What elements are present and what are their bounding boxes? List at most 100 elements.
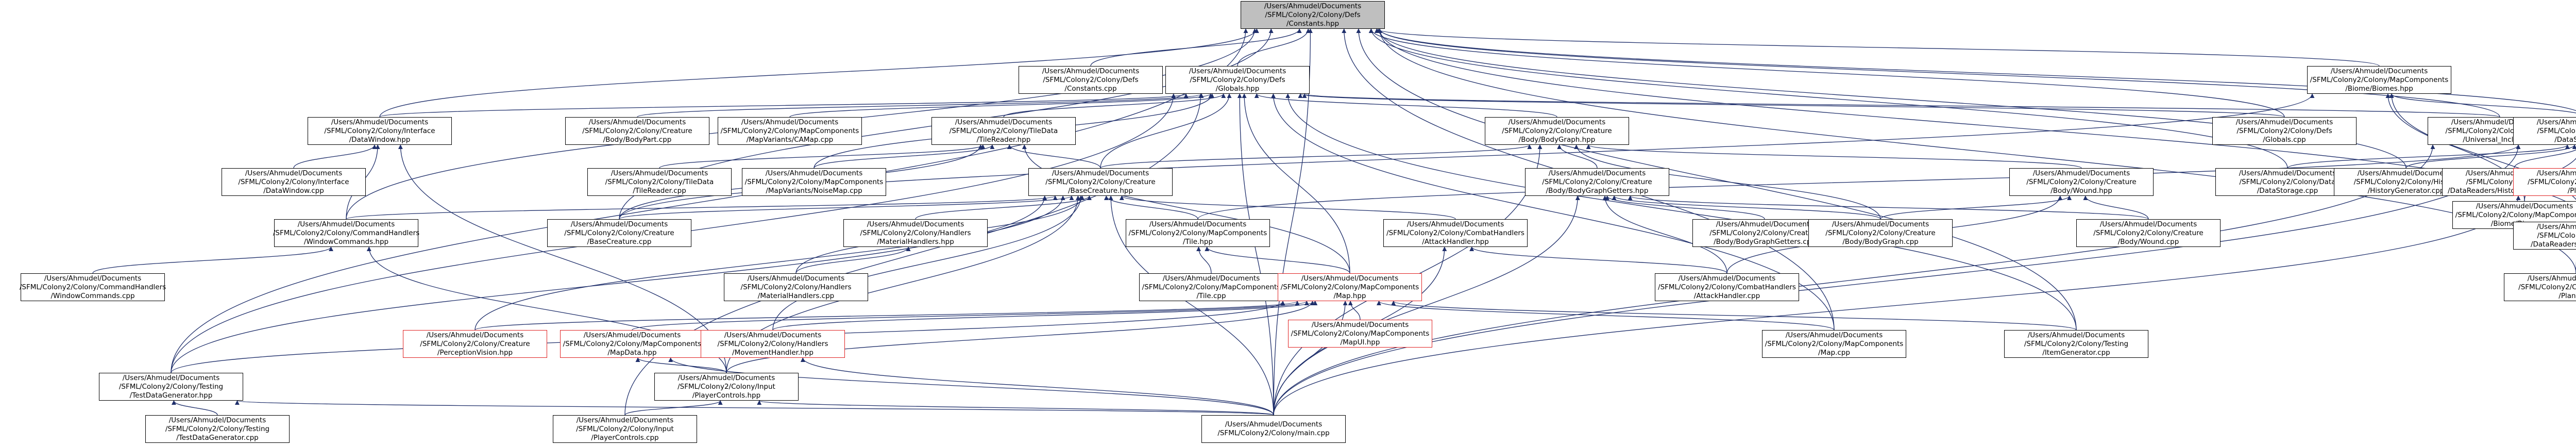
- include-edge-main-cpp-to-datastorage-hpp: [1273, 144, 2521, 416]
- graph-node-label: /Users/Ahmudel/Documents /SFML/Colony2/C…: [1217, 420, 1330, 437]
- include-edge-map-hpp-to-tilereader-hpp: [1022, 144, 1350, 274]
- graph-node-windowcmds-hpp[interactable]: /Users/Ahmudel/Documents /SFML/Colony2/C…: [273, 219, 420, 247]
- graph-node-playercontrols-hpp[interactable]: /Users/Ahmudel/Documents /SFML/Colony2/C…: [654, 373, 799, 401]
- include-edge-main-cpp-to-playercontrols-hpp: [757, 400, 1274, 416]
- graph-node-attackhandler-hpp[interactable]: /Users/Ahmudel/Documents /SFML/Colony2/C…: [1383, 219, 1528, 247]
- graph-node-label: /Users/Ahmudel/Documents /SFML/Colony2/C…: [740, 274, 852, 300]
- graph-node-windowcmds-cpp[interactable]: /Users/Ahmudel/Documents /SFML/Colony2/C…: [20, 273, 166, 301]
- graph-node-tile-cpp[interactable]: /Users/Ahmudel/Documents /SFML/Colony2/C…: [1139, 273, 1283, 301]
- graph-node-wound-cpp[interactable]: /Users/Ahmudel/Documents /SFML/Colony2/C…: [2076, 219, 2221, 247]
- graph-node-label: /Users/Ahmudel/Documents /SFML/Colony2/C…: [2239, 169, 2336, 195]
- include-edge-datastorage-cpp-to-datastorage-hpp: [2287, 144, 2570, 169]
- graph-node-noisemap-cpp[interactable]: /Users/Ahmudel/Documents /SFML/Colony2/C…: [742, 168, 886, 196]
- graph-node-bodypart-cpp[interactable]: /Users/Ahmudel/Documents /SFML/Colony2/C…: [565, 117, 709, 145]
- include-edge-basecreature-hpp-to-bodygraph-hpp: [1100, 144, 1532, 169]
- graph-node-itemgen-cpp[interactable]: /Users/Ahmudel/Documents /SFML/Colony2/C…: [2004, 330, 2148, 358]
- graph-node-label: /Users/Ahmudel/Documents /SFML/Colony2/C…: [1709, 220, 1820, 246]
- graph-node-cam-cpp[interactable]: /Users/Ahmudel/Documents /SFML/Colony2/C…: [718, 117, 862, 145]
- graph-node-label: /Users/Ahmudel/Documents /SFML/Colony2/C…: [2093, 220, 2204, 246]
- graph-node-datastorage-hpp[interactable]: /Users/Ahmudel/Documents /SFML/Colony2/C…: [2513, 117, 2576, 145]
- graph-node-playercontrols-cpp[interactable]: /Users/Ahmudel/Documents /SFML/Colony2/C…: [553, 415, 697, 443]
- graph-node-biomes-hpp[interactable]: /Users/Ahmudel/Documents /SFML/Colony2/C…: [2307, 66, 2451, 94]
- graph-node-label: /Users/Ahmudel/Documents /SFML/Colony2/C…: [2536, 118, 2576, 144]
- graph-node-basecreature-cpp[interactable]: /Users/Ahmudel/Documents /SFML/Colony2/C…: [547, 219, 691, 247]
- include-edge-main-cpp-to-testdatagen-hpp: [235, 400, 1274, 416]
- graph-node-bodygraph-hpp[interactable]: /Users/Ahmudel/Documents /SFML/Colony2/C…: [1485, 117, 1629, 145]
- include-edge-wound-hpp-to-bodygraph-hpp: [1586, 144, 2082, 169]
- graph-node-label: /Users/Ahmudel/Documents /SFML/Colony2/C…: [949, 118, 1058, 144]
- include-edge-testdatagen-hpp-to-basecreature-hpp: [171, 195, 1047, 373]
- graph-node-datawindow-hpp[interactable]: /Users/Ahmudel/Documents /SFML/Colony2/C…: [308, 117, 452, 145]
- include-edge-attackhandler-cpp-to-bodygraphgetters-hpp: [1602, 195, 1727, 274]
- graph-node-mapui-hpp[interactable]: /Users/Ahmudel/Documents /SFML/Colony2/C…: [1288, 320, 1432, 348]
- graph-node-label: /Users/Ahmudel/Documents /SFML/Colony2/C…: [1042, 67, 1140, 93]
- graph-node-label: /Users/Ahmudel/Documents /SFML/Colony2/C…: [2528, 169, 2576, 195]
- graph-node-testdatagen-hpp[interactable]: /Users/Ahmudel/Documents /SFML/Colony2/C…: [99, 373, 243, 401]
- graph-node-label: /Users/Ahmudel/Documents /SFML/Colony2/C…: [1765, 331, 1904, 357]
- graph-node-label: /Users/Ahmudel/Documents /SFML/Colony2/C…: [2235, 118, 2333, 144]
- graph-node-map-hpp[interactable]: /Users/Ahmudel/Documents /SFML/Colony2/C…: [1278, 273, 1422, 301]
- include-edge-map-cpp-to-globals-hpp: [1270, 93, 1835, 331]
- graph-node-bodygraphgetters-hpp[interactable]: /Users/Ahmudel/Documents /SFML/Colony2/C…: [1525, 168, 1669, 196]
- graph-node-tile-hpp[interactable]: /Users/Ahmudel/Documents /SFML/Colony2/C…: [1126, 219, 1270, 247]
- include-edge-wound-cpp-to-wound-hpp: [2083, 195, 2149, 220]
- include-edge-bodygraph-cpp-to-bodygraph-hpp: [1574, 144, 1881, 220]
- include-edge-datareaders-cpp-to-biomes-hpp: [2389, 93, 2576, 201]
- include-edge-bodypart-cpp-to-globals-hpp: [637, 93, 1204, 118]
- graph-node-tilereader-cpp[interactable]: /Users/Ahmudel/Documents /SFML/Colony2/C…: [587, 168, 732, 196]
- graph-node-label: /Users/Ahmudel/Documents /SFML/Colony2/C…: [2026, 169, 2137, 195]
- include-edge-testdatagen-cpp-to-testdatagen-hpp: [171, 400, 218, 416]
- graph-node-bodygraph-cpp[interactable]: /Users/Ahmudel/Documents /SFML/Colony2/C…: [1808, 219, 1953, 247]
- graph-node-materialhandlers-cpp[interactable]: /Users/Ahmudel/Documents /SFML/Colony2/C…: [724, 273, 868, 301]
- graph-node-mapdata-hpp[interactable]: /Users/Ahmudel/Documents /SFML/Colony2/C…: [560, 330, 704, 358]
- include-edge-basecreature-cpp-to-basecreature-hpp: [619, 195, 1074, 220]
- graph-node-tilereader-hpp[interactable]: /Users/Ahmudel/Documents /SFML/Colony2/C…: [931, 117, 1076, 145]
- include-edge-universal-h-to-globals-hpp: [1302, 93, 2500, 118]
- include-edge-playercontrols-hpp-to-mapdata-hpp: [635, 357, 727, 373]
- include-edge-basecreature-hpp-to-globals-hpp: [1100, 93, 1232, 169]
- graph-node-globals-hpp[interactable]: /Users/Ahmudel/Documents /SFML/Colony2/C…: [1165, 66, 1310, 94]
- graph-node-constants-hpp[interactable]: /Users/Ahmudel/Documents /SFML/Colony2/C…: [1241, 1, 1385, 29]
- graph-node-label: /Users/Ahmudel/Documents /SFML/Colony2/C…: [564, 220, 674, 246]
- graph-node-datareaders-cpp[interactable]: /Users/Ahmudel/Documents /SFML/Colony2/C…: [2513, 222, 2576, 250]
- include-edge-main-cpp-to-basecreature-hpp: [1108, 195, 1274, 416]
- include-edge-movementhandler-hpp-to-basecreature-hpp: [772, 195, 1083, 331]
- graph-node-basecreature-hpp[interactable]: /Users/Ahmudel/Documents /SFML/Colony2/C…: [1028, 168, 1173, 196]
- graph-node-label: /Users/Ahmudel/Documents /SFML/Colony2/C…: [717, 331, 828, 357]
- include-edge-datastorage-cpp-to-constants-hpp: [1369, 28, 2288, 169]
- graph-node-plant-cpp[interactable]: /Users/Ahmudel/Documents /SFML/Colony2/C…: [2504, 273, 2576, 301]
- include-edge-globals-hpp-to-constants-hpp: [1237, 28, 1311, 67]
- include-edge-itemgen-cpp-to-globals-hpp: [1285, 93, 2077, 331]
- include-edge-materialhandlers-cpp-to-materialhandlers-hpp: [795, 246, 911, 274]
- graph-node-attackhandler-cpp[interactable]: /Users/Ahmudel/Documents /SFML/Colony2/C…: [1655, 273, 1799, 301]
- include-edge-main-cpp-to-universal-h: [1273, 144, 2435, 416]
- include-edge-map-cpp-to-map-hpp: [1377, 301, 1835, 331]
- include-edge-playercontrols-cpp-to-playercontrols-hpp: [624, 400, 723, 416]
- graph-node-constants-cpp[interactable]: /Users/Ahmudel/Documents /SFML/Colony2/C…: [1019, 66, 1163, 94]
- graph-node-wound-hpp[interactable]: /Users/Ahmudel/Documents /SFML/Colony2/C…: [2009, 168, 2154, 196]
- graph-node-plant-hpp[interactable]: /Users/Ahmudel/Documents /SFML/Colony2/C…: [2513, 168, 2576, 196]
- include-edge-wound-cpp-to-bodygraphgetters-hpp: [1628, 195, 2149, 220]
- graph-node-label: /Users/Ahmudel/Documents /SFML/Colony2/C…: [1291, 320, 1430, 347]
- graph-node-globals-cpp[interactable]: /Users/Ahmudel/Documents /SFML/Colony2/C…: [2212, 117, 2357, 145]
- graph-node-label: /Users/Ahmudel/Documents /SFML/Colony2/C…: [744, 169, 884, 195]
- include-edge-itemgen-cpp-to-constants-hpp: [1356, 28, 2077, 331]
- include-edge-basecreature-hpp-to-tilereader-hpp: [1007, 144, 1101, 169]
- graph-node-testdatagen-cpp[interactable]: /Users/Ahmudel/Documents /SFML/Colony2/C…: [145, 415, 290, 443]
- graph-node-main-cpp[interactable]: /Users/Ahmudel/Documents /SFML/Colony2/C…: [1201, 415, 1346, 443]
- include-edge-windowcmds-cpp-to-windowcmds-hpp: [92, 246, 333, 274]
- graph-node-label: /Users/Ahmudel/Documents /SFML/Colony2/C…: [420, 331, 530, 357]
- graph-node-label: /Users/Ahmudel/Documents /SFML/Colony2/C…: [324, 118, 435, 144]
- graph-node-label: /Users/Ahmudel/Documents /SFML/Colony2/C…: [677, 373, 775, 400]
- graph-node-label: /Users/Ahmudel/Documents /SFML/Colony2/C…: [273, 220, 420, 246]
- graph-node-materialhandlers-hpp[interactable]: /Users/Ahmudel/Documents /SFML/Colony2/C…: [843, 219, 988, 247]
- graph-node-map-cpp[interactable]: /Users/Ahmudel/Documents /SFML/Colony2/C…: [1762, 330, 1906, 358]
- include-edge-perceptionvision-hpp-to-basecreature-hpp: [474, 195, 1065, 331]
- graph-node-label: /Users/Ahmudel/Documents /SFML/Colony2/C…: [165, 416, 270, 442]
- graph-node-movementhandler-hpp[interactable]: /Users/Ahmudel/Documents /SFML/Colony2/C…: [701, 330, 845, 358]
- graph-node-label: /Users/Ahmudel/Documents /SFML/Colony2/C…: [1142, 274, 1281, 300]
- include-edge-cam-cpp-to-globals-hpp: [789, 93, 1213, 118]
- include-edge-globals-cpp-to-globals-hpp: [1298, 93, 2285, 118]
- graph-node-perceptionvision-hpp[interactable]: /Users/Ahmudel/Documents /SFML/Colony2/C…: [403, 330, 547, 358]
- graph-node-datawindow-cpp[interactable]: /Users/Ahmudel/Documents /SFML/Colony2/C…: [222, 168, 366, 196]
